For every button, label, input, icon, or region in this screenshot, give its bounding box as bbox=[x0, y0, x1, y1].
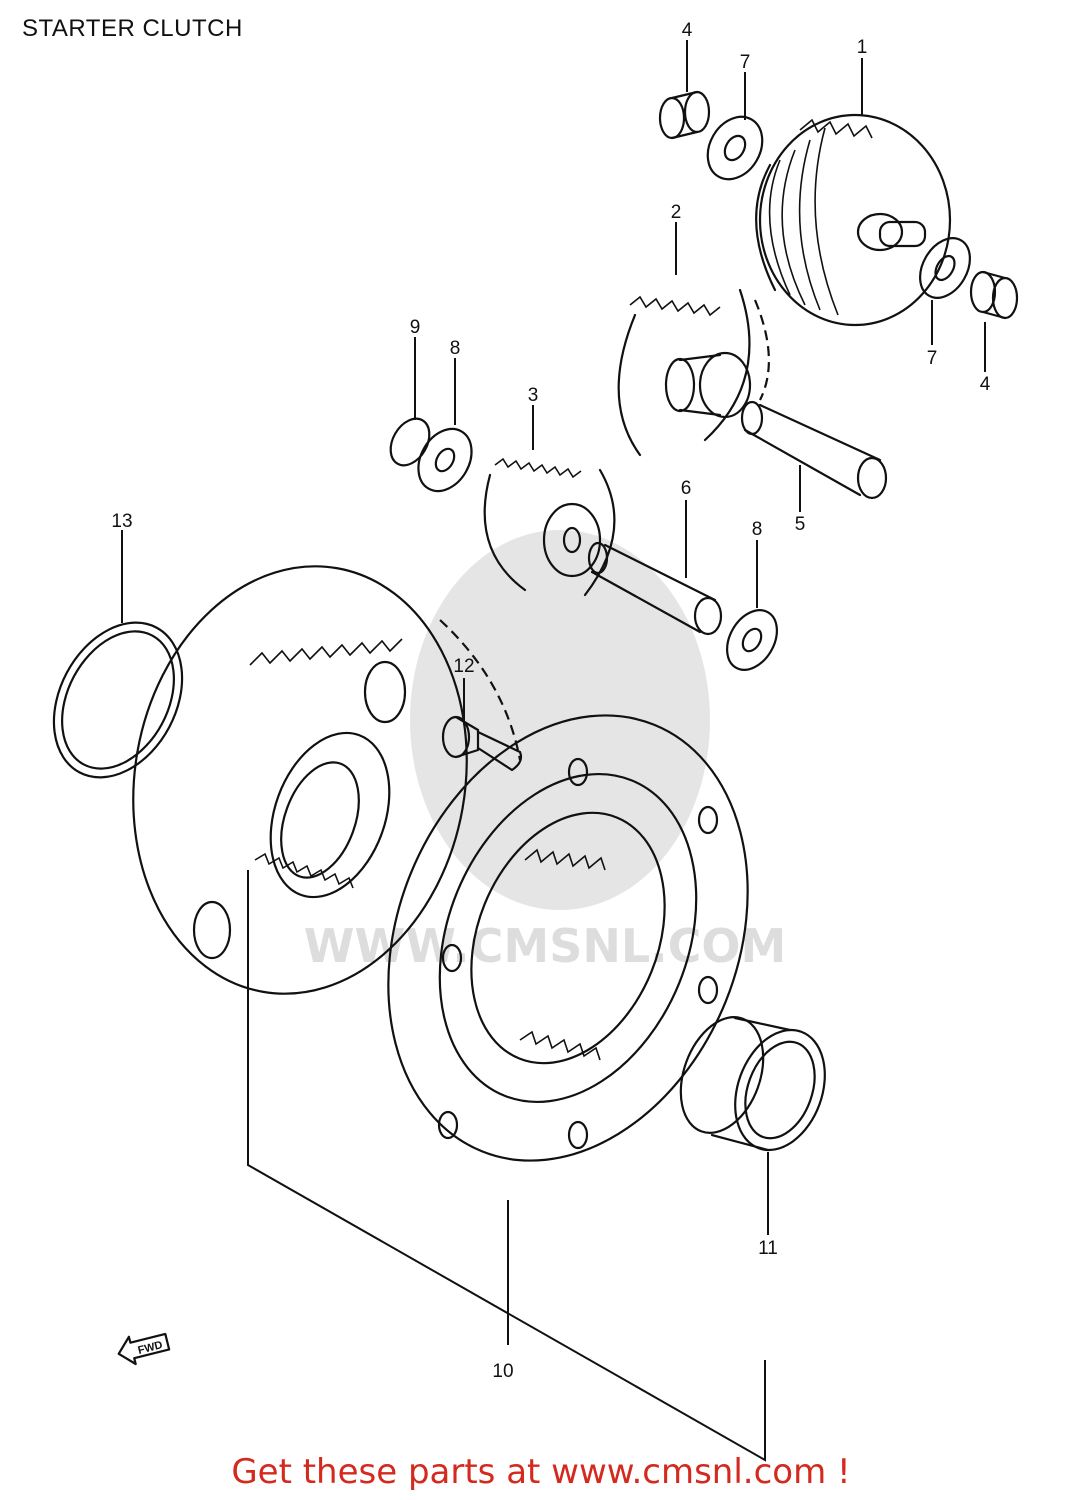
label-12: 12 bbox=[453, 656, 474, 677]
label-8a: 8 bbox=[450, 338, 461, 359]
starter-clutch-gear bbox=[132, 565, 522, 995]
fwd-arrow-icon: FWD bbox=[117, 1332, 171, 1366]
label-13: 13 bbox=[111, 511, 132, 532]
label-4a: 4 bbox=[682, 20, 693, 41]
part-11-bearing bbox=[679, 1016, 826, 1152]
part-4-bushing-top bbox=[658, 90, 711, 140]
label-7a: 7 bbox=[740, 52, 751, 73]
part-8-washer-right bbox=[726, 609, 778, 671]
part-5-shaft bbox=[740, 400, 888, 500]
part-3-gear bbox=[483, 457, 616, 597]
label-11: 11 bbox=[758, 1238, 778, 1259]
part-10-one-way-clutch bbox=[387, 714, 749, 1162]
callout-labels: 1 2 3 4 4 5 6 7 7 8 8 9 10 11 12 13 bbox=[111, 20, 990, 1382]
part-7-washer-top bbox=[706, 115, 764, 181]
watermark-text: WWW.CMSNL.COM bbox=[304, 919, 787, 973]
label-1: 1 bbox=[857, 37, 868, 58]
label-8b: 8 bbox=[752, 519, 763, 540]
part-6-shaft bbox=[587, 541, 723, 636]
part-1-clutch-assembly bbox=[755, 113, 952, 327]
label-2: 2 bbox=[671, 202, 682, 223]
label-7b: 7 bbox=[927, 348, 938, 369]
label-10: 10 bbox=[492, 1361, 513, 1382]
part-8-washer-left bbox=[417, 427, 473, 493]
watermark: WWW.CMSNL.COM bbox=[304, 530, 787, 973]
label-6: 6 bbox=[681, 478, 692, 499]
part-13-o-ring bbox=[52, 621, 184, 779]
label-3: 3 bbox=[528, 385, 539, 406]
label-9: 9 bbox=[410, 317, 421, 338]
label-5: 5 bbox=[795, 514, 806, 535]
part-12-bolt bbox=[441, 715, 523, 772]
part-9-circlip bbox=[389, 417, 431, 467]
part-2-idle-gear bbox=[617, 288, 770, 457]
part-7-washer-right bbox=[919, 237, 971, 299]
page-title: STARTER CLUTCH bbox=[22, 15, 243, 42]
fwd-label: FWD bbox=[137, 1339, 164, 1357]
footer-link-text[interactable]: Get these parts at www.cmsnl.com ! bbox=[231, 1452, 851, 1492]
part-4-bushing-right bbox=[969, 270, 1019, 320]
assembly-bracket bbox=[247, 870, 766, 1462]
label-4b: 4 bbox=[980, 374, 991, 395]
leader-lines bbox=[121, 40, 986, 1235]
